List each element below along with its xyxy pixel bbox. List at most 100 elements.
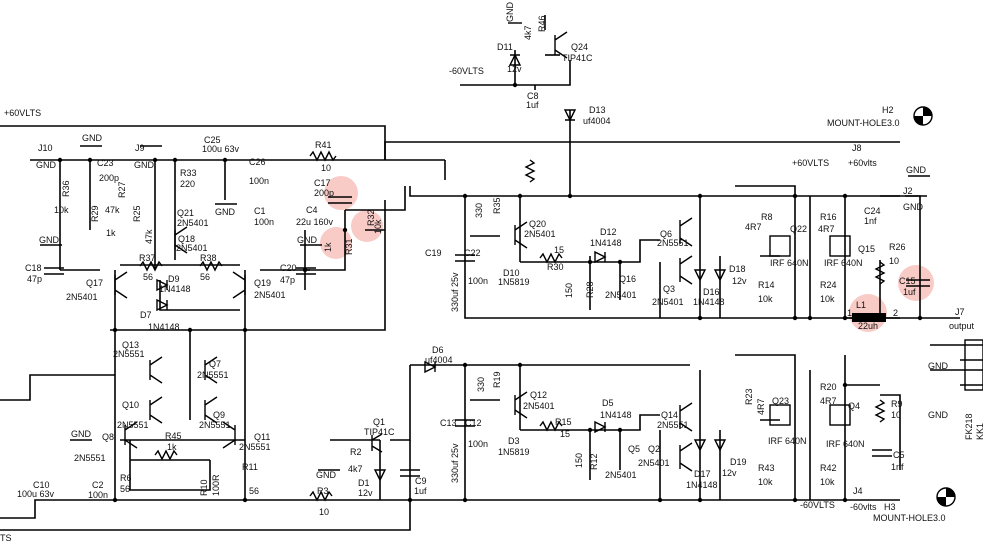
rail-neg-mid: -60VLTS (800, 500, 835, 510)
q22-ref: Q22 (790, 224, 807, 234)
r26-ref: R26 (889, 242, 906, 252)
j2-ref: J2 (903, 186, 913, 196)
h3-value: MOUNT-HOLE3.0 (873, 513, 946, 523)
r37-value: 56 (143, 272, 153, 282)
r28-value: 150 (564, 283, 574, 298)
r23-value: 4R7 (756, 398, 766, 415)
c13-value: 330uf 25v (450, 443, 460, 483)
c12-ref: C12 (465, 418, 482, 428)
q8-value: 2N5551 (74, 453, 106, 463)
gnd-label: GND (928, 410, 949, 420)
r46-value: 4k7 (523, 25, 533, 40)
ground-labels: GND GND GND GND GND GND GND GND GND GND … (39, 2, 949, 481)
q17-value: 2N5401 (66, 292, 98, 302)
q4-value: IRF 640N (826, 439, 865, 449)
d13-value: uf4004 (583, 116, 611, 126)
c9-ref: C9 (415, 476, 427, 486)
j10-ref: J10 (38, 143, 53, 153)
d19-value: 12v (722, 468, 737, 478)
d6-ref: D6 (432, 345, 444, 355)
r36-value: 10k (54, 205, 69, 215)
q6-ref: Q6 (660, 229, 672, 239)
q7-ref: Q7 (209, 359, 221, 369)
r28-ref: R28 (585, 281, 595, 298)
q19-value: 2N5401 (254, 290, 286, 300)
c1-value: 100n (254, 217, 274, 227)
rail-neg-top: -60VLTS (449, 66, 484, 76)
l1-ref: L1 (856, 300, 866, 310)
q24-ref: Q24 (571, 42, 588, 52)
r41-ref: R41 (315, 140, 332, 150)
r26-value: 10 (889, 256, 899, 266)
r43-value: 10k (758, 477, 773, 487)
r9-ref: R9 (891, 399, 903, 409)
diode-labels: D11 12v D13 uf4004 D9 1N4148 D7 1N4148 D… (140, 42, 747, 498)
r41-value: 10 (321, 163, 331, 173)
l1-pin1: 1 (847, 308, 852, 318)
r32-ref: R32 (366, 209, 376, 226)
c5-ref: C5 (893, 450, 905, 460)
d11-ref: D11 (497, 42, 513, 52)
capacitor-symbols (44, 196, 930, 477)
c15-ref: C15 (899, 276, 916, 286)
r10-value: 100R (211, 474, 221, 496)
c10-value: 100u 63v (17, 489, 55, 499)
r45-ref: R45 (165, 431, 182, 441)
r37-ref: R37 (139, 253, 156, 263)
d7-ref: D7 (140, 310, 152, 320)
q7-value: 2N5551 (197, 370, 229, 380)
gnd-label: GND (505, 2, 515, 23)
gnd-label: GND (71, 429, 92, 439)
c25-value: 100u 63v (202, 144, 240, 154)
d16-ref: D16 (703, 287, 720, 297)
gnd-label: GND (928, 361, 949, 371)
d17-value: 1N4148 (686, 480, 718, 490)
c17-value: 200p (314, 188, 334, 198)
c20-value: 47p (280, 275, 295, 285)
rail-labels: +60VLTS TS +60VLTS -60VLTS -60VLTS (0, 66, 835, 543)
c24-value: 1nf (864, 216, 877, 226)
q4-ref: Q4 (848, 401, 860, 411)
d9-value: 1N4148 (159, 284, 191, 294)
rail-bottom-left: TS (0, 533, 12, 543)
r38-ref: R38 (200, 253, 217, 263)
c8-value: 1uf (526, 100, 539, 110)
highlight-c17 (324, 176, 358, 210)
r12-value: 150 (574, 453, 584, 468)
c10-ref: C10 (33, 480, 50, 490)
c18-value: 47p (27, 274, 42, 284)
q5-value: 2N5401 (605, 470, 637, 480)
q22-value: IRF 640N (770, 258, 809, 268)
r27-ref: R27 (117, 181, 127, 198)
r35-ref: R35 (492, 197, 502, 214)
q17-ref: Q17 (86, 278, 103, 288)
r33-value: 220 (180, 179, 195, 189)
rail-top-left: +60VLTS (4, 108, 41, 118)
r8-ref: R8 (761, 212, 773, 222)
d3-ref: D3 (508, 436, 520, 446)
c22-ref: C22 (464, 248, 481, 258)
c26-value: 100n (249, 176, 269, 186)
r8-value: 4R7 (745, 222, 762, 232)
j2-net: GND (903, 202, 924, 212)
heatsink-block (930, 339, 983, 391)
c23-ref: C23 (97, 158, 114, 168)
c15-value: 1uf (903, 287, 916, 297)
capacitor-labels: C8 1uf C23 200p C25 100u 63v C26 100n C1… (17, 91, 916, 500)
r3-ref: R3 (317, 486, 329, 496)
r27-value: 47k (105, 205, 120, 215)
q1-ref: Q1 (373, 417, 385, 427)
h2-value: MOUNT-HOLE3.0 (827, 118, 900, 128)
j7-net: output (949, 321, 975, 331)
q9-value: 2N5551 (199, 420, 231, 430)
q2-ref: Q2 (648, 444, 660, 454)
c8-ref: C8 (527, 91, 539, 101)
r25-ref: R25 (132, 205, 142, 222)
inductor-labels: L1 22uh 1 2 (847, 300, 898, 331)
r29-value: 1k (106, 228, 116, 238)
transistor-symbols (114, 31, 851, 472)
r20-ref: R20 (820, 382, 837, 392)
r3-value: 10 (319, 507, 329, 517)
q8-ref: Q8 (102, 432, 114, 442)
